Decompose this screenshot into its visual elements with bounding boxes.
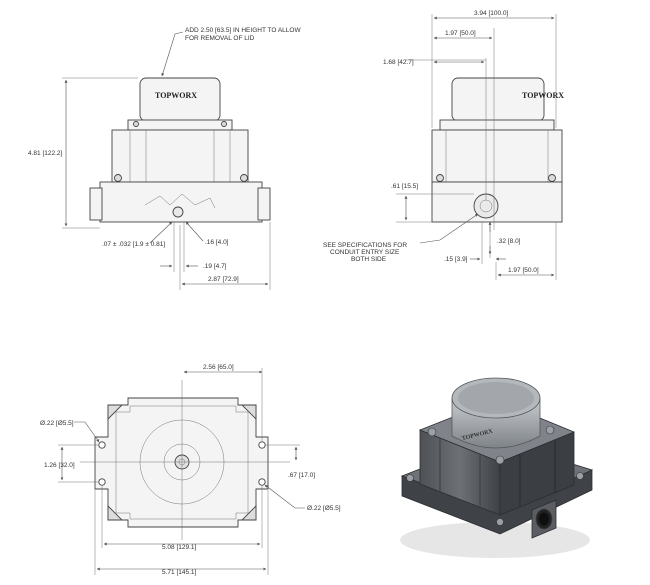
brand-logo-side: TOPWORX	[522, 91, 564, 100]
lid-note-leader	[161, 31, 184, 77]
side-15-dim: .15 [3.9]	[444, 256, 468, 263]
lid-note-line2: FOR REMOVAL OF LID	[185, 35, 255, 42]
side-housing: TOPWORX	[431, 77, 564, 223]
side-61-dim: .61 [15.5]	[391, 183, 418, 190]
front-height-dim: 4.81 [122.2]	[28, 150, 63, 157]
plan-256-dim: 2.56 [65.0]	[203, 364, 234, 371]
isometric-render: TOPWORX	[400, 377, 594, 558]
plan-67-dim: .67 [17.0]	[288, 472, 315, 479]
front-287-dim: 2.87 [72.9]	[208, 276, 239, 283]
bottom-view: 2.56 [65.0] Ø.22 [Ø5.5] 1.26 [32.0] .67 …	[40, 364, 341, 576]
brand-logo-front: TOPWORX	[155, 91, 197, 100]
mount-hole-right-top	[258, 441, 266, 449]
mount-hole-left-top	[98, 441, 106, 449]
side-width-dim: 3.94 [100.0]	[474, 10, 509, 17]
conduit-note-line1: SEE SPECIFICATIONS FOR	[323, 242, 407, 249]
plan-508-dim: 5.08 [129.1]	[162, 544, 197, 551]
front-tolerance-dim: .07 ± .032 [1.9 ± 0.81]	[102, 241, 165, 248]
plan-hole-right-dim: Ø.22 [Ø5.5]	[307, 505, 341, 512]
plan-hole-left-dim: Ø.22 [Ø5.5]	[40, 420, 74, 427]
plan-126-dim: 1.26 [32.0]	[44, 462, 75, 469]
side-view: TOPWORX 3.94 [100.0] 1.97 [50.0] 1.68 [4…	[323, 10, 564, 280]
front-19-dim: .19 [4.7]	[203, 263, 227, 270]
conduit-note-line3: BOTH SIDE	[351, 256, 387, 263]
side-32-dim: .32 [8.0]	[497, 238, 521, 245]
side-168-dim: 1.68 [42.7]	[383, 59, 414, 66]
plan-571-dim: 5.71 [145.1]	[162, 569, 197, 576]
mount-hole-left-bottom	[98, 478, 106, 486]
front-view: ADD 2.50 [63.5] IN HEIGHT TO ALLOW FOR R…	[28, 27, 301, 290]
lid-note-line1: ADD 2.50 [63.5] IN HEIGHT TO ALLOW	[185, 27, 301, 34]
side-197-bottom-dim: 1.97 [50.0]	[508, 267, 539, 274]
side-197-top-dim: 1.97 [50.0]	[445, 30, 476, 37]
front-16-dim: .16 [4.0]	[205, 239, 229, 246]
conduit-note-line2: CONDUIT ENTRY SIZE	[330, 249, 400, 256]
mount-hole-right-bottom	[258, 478, 266, 486]
front-housing: TOPWORX	[89, 77, 271, 223]
